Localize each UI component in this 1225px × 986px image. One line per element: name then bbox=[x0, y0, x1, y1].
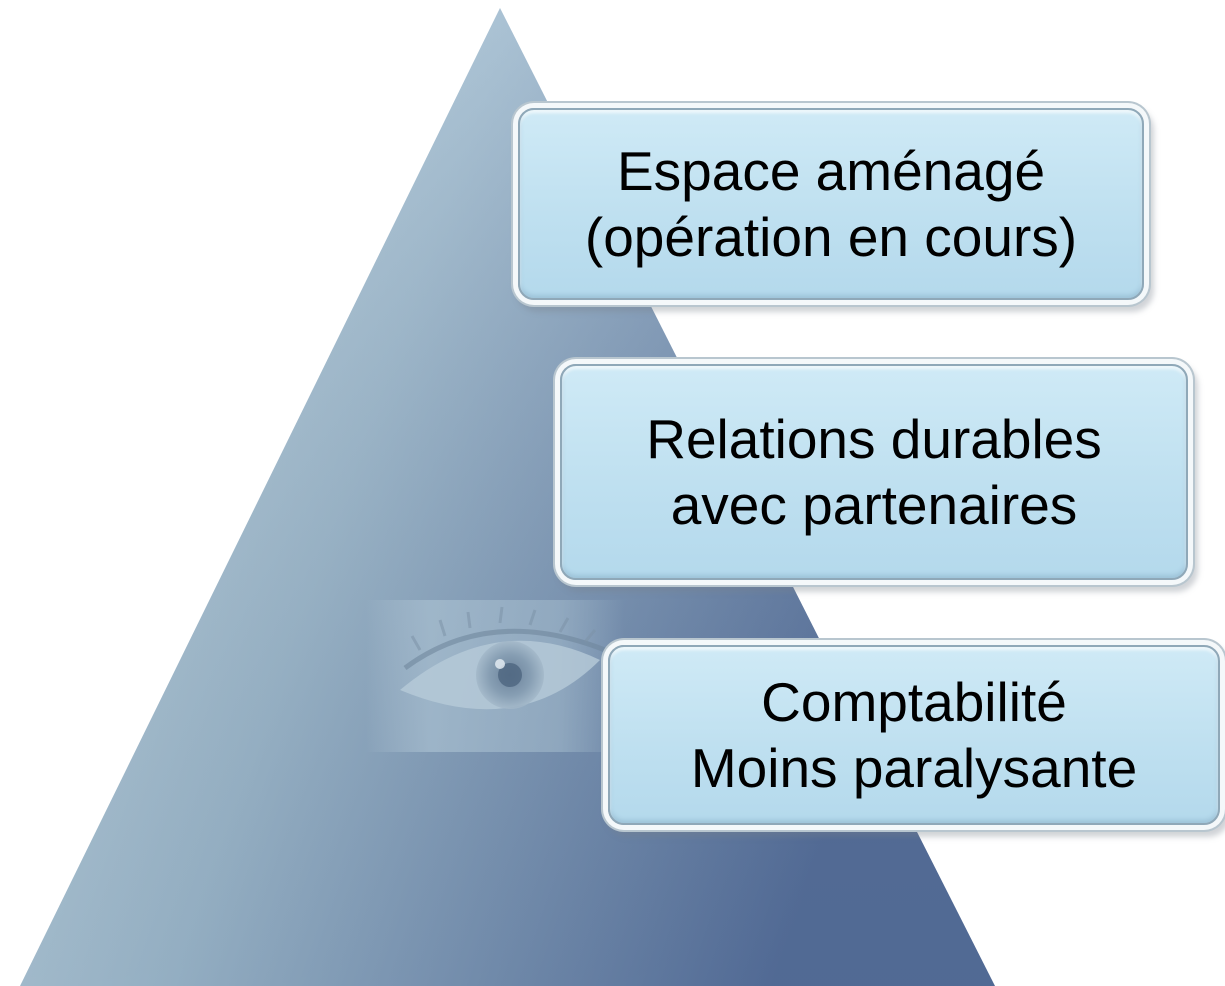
pyramid-level-box-middle: Relations durables avec partenaires bbox=[560, 364, 1188, 580]
level-top-line-1: Espace aménagé bbox=[616, 140, 1046, 202]
level-top-line-2: (opération en cours) bbox=[584, 206, 1078, 268]
pyramid-level-box-bottom: Comptabilité Moins paralysante bbox=[608, 645, 1220, 825]
level-bottom-line-2: Moins paralysante bbox=[690, 737, 1138, 799]
level-bottom-line-1: Comptabilité bbox=[761, 671, 1067, 733]
pyramid-level-box-top: Espace aménagé (opération en cours) bbox=[518, 108, 1144, 300]
level-middle-line-1: Relations durables bbox=[646, 408, 1102, 470]
level-middle-line-2: avec partenaires bbox=[670, 474, 1078, 536]
eye-image-icon bbox=[366, 600, 624, 752]
